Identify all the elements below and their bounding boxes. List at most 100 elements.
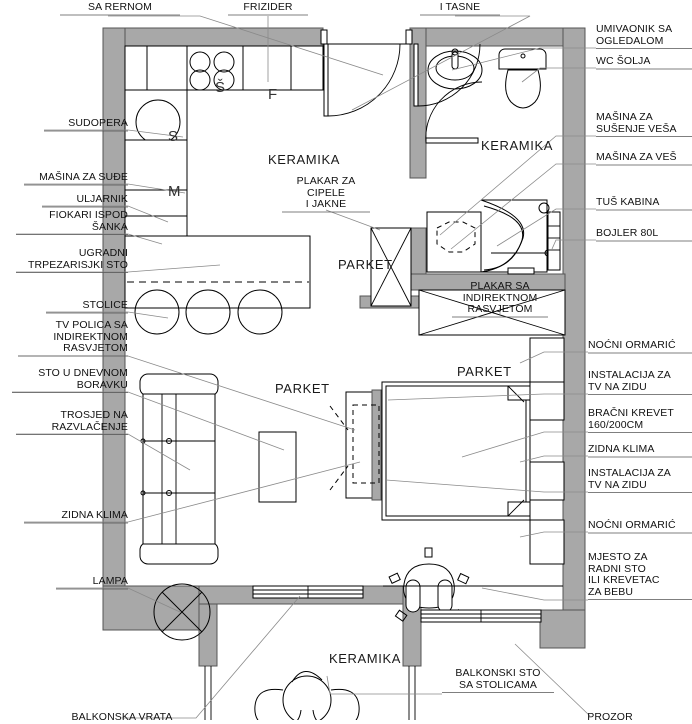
leader-balconytable	[326, 675, 442, 695]
annotation-balconytable: BALKONSKI STO SA STOLICAMA	[455, 667, 541, 691]
annotation-window: PROZOR	[587, 711, 633, 723]
bath-inner-door-leaf	[425, 137, 479, 144]
toilet-flush-button	[520, 53, 526, 59]
entry-door-leaf	[323, 43, 329, 117]
burner-2	[213, 51, 235, 73]
leader-lamp	[56, 587, 181, 613]
shower-screen-inner	[483, 205, 524, 271]
kitchen-group	[124, 45, 324, 335]
closet-x2	[418, 289, 566, 336]
annotation-washer: MAŠINA ZA VEŠ	[596, 151, 677, 163]
washer-dryer-box	[426, 211, 482, 273]
living-coffee-table	[258, 431, 297, 503]
tv-panel	[371, 389, 382, 501]
room-label-living: PARKET	[338, 257, 393, 272]
annotation-lightcab: PLAKAR SA INDIREKTNOM RASVJETOM	[462, 280, 538, 315]
burner-3	[189, 69, 211, 91]
leader-dishwasher	[24, 183, 186, 194]
pillow-fold-top	[507, 385, 525, 403]
tv-shelf	[345, 391, 373, 499]
bathroom-group	[426, 48, 561, 275]
leader-oven	[108, 15, 384, 76]
bed-mattress	[385, 385, 527, 517]
wall-top-left	[124, 27, 324, 47]
chair-1	[134, 289, 180, 335]
kitchen-counter-corner	[124, 45, 148, 91]
sofa-pivot-2	[166, 490, 172, 496]
annotation-bed: BRAČNI KREVET 160/200CM	[588, 407, 674, 431]
hob-mark: Š	[215, 79, 226, 96]
leader-chairs	[46, 311, 169, 319]
leader-lines	[12, 15, 596, 719]
sink-mark: S	[168, 128, 179, 145]
balcony-table	[282, 675, 332, 720]
shower-step	[507, 267, 535, 275]
lamp-cross-2	[161, 591, 203, 633]
leader-washer	[450, 163, 596, 250]
oil-cabinet-unit	[124, 189, 188, 217]
sofa-pivot-1	[166, 438, 172, 444]
entry-door-jamb-left	[320, 29, 328, 45]
nightstand-top	[529, 337, 565, 383]
fridge-mark: F	[268, 86, 278, 103]
annotation-washbasin: UMIVAONIK SA OGLEDALOM	[596, 23, 673, 47]
leader-nightstand1	[519, 351, 588, 364]
shower-mixer	[538, 202, 550, 214]
annotation-balconydoor: BALKONSKA VRATA	[71, 711, 173, 723]
bed-side-panel-bottom	[529, 461, 565, 501]
leader-balconydoor	[122, 595, 301, 719]
annotation-chairs: STOLICE	[82, 299, 128, 311]
sofa-pin-2	[140, 490, 146, 496]
annotation-wallac: ZIDNA KLIMA	[61, 509, 128, 521]
laundry-drum	[436, 221, 476, 253]
bath-door-swing-ref	[417, 43, 481, 107]
entry-door-jamb-right	[405, 29, 413, 45]
annotation-toilet: WC ŠOLJA	[596, 55, 651, 67]
annotation-oven: SA RERNOM	[88, 1, 152, 13]
annotation-lamp: LAMPA	[92, 575, 128, 587]
room-label-bathroom: KERAMIKA	[481, 138, 553, 153]
annotation-dishwasher: MAŠINA ZA SUĐE	[39, 171, 128, 183]
leader-dryer	[439, 135, 596, 236]
sofa-body	[142, 393, 216, 545]
leader-bed	[461, 431, 588, 458]
tv-screen-dashed	[352, 404, 380, 484]
dishwasher-mark: M	[168, 183, 181, 200]
wall-right	[562, 27, 586, 629]
sink-unit	[124, 89, 188, 141]
floor-lamp	[153, 583, 211, 641]
closets-group	[370, 227, 566, 336]
dining-bar	[124, 235, 311, 309]
leader-tvinst2	[385, 479, 588, 493]
living-room-group	[139, 373, 403, 641]
pillow-corner-top	[507, 385, 531, 401]
balcony-chair-top	[291, 671, 323, 683]
balcony-chair-right	[312, 688, 360, 720]
leader-deskplace	[481, 587, 588, 601]
leader-toilet	[521, 67, 596, 83]
annotation-tvshelf: TV POLICA SA INDIREKTNOM RASVJETOM	[53, 319, 128, 354]
annotation-shoecab: PLAKAR ZA CIPELE I JAKNE	[296, 175, 356, 210]
nightstand-bottom	[529, 519, 565, 565]
leader-bags	[351, 15, 531, 111]
annotation-livingtable: STO U DNEVNOM BORAVKU	[38, 367, 128, 391]
annotation-bags: I TASNE	[439, 1, 481, 13]
chair-headrest	[424, 547, 433, 558]
annotation-oilcab: ULJARNIK	[76, 193, 128, 205]
chair-arm-right	[437, 579, 453, 613]
leader-window	[514, 643, 591, 717]
room-label-living-2: PARKET	[275, 381, 330, 396]
toilet-cistern	[498, 48, 547, 70]
entry-door-swing	[327, 43, 401, 117]
leader-washbasin	[451, 47, 596, 71]
annotation-nightstand1: NOĆNI ORMARIĆ	[588, 339, 676, 351]
label-underlines	[12, 14, 692, 693]
leader-wallac	[24, 461, 361, 523]
shoe-closet-x2	[370, 227, 412, 307]
dishwasher-unit	[124, 139, 188, 191]
annotation-boiler: BOJLER 80L	[596, 227, 659, 239]
oven-unit	[146, 45, 188, 91]
sofa-back	[139, 373, 219, 397]
lower-cabinet-unit	[124, 215, 188, 237]
leader-boiler	[551, 239, 596, 250]
